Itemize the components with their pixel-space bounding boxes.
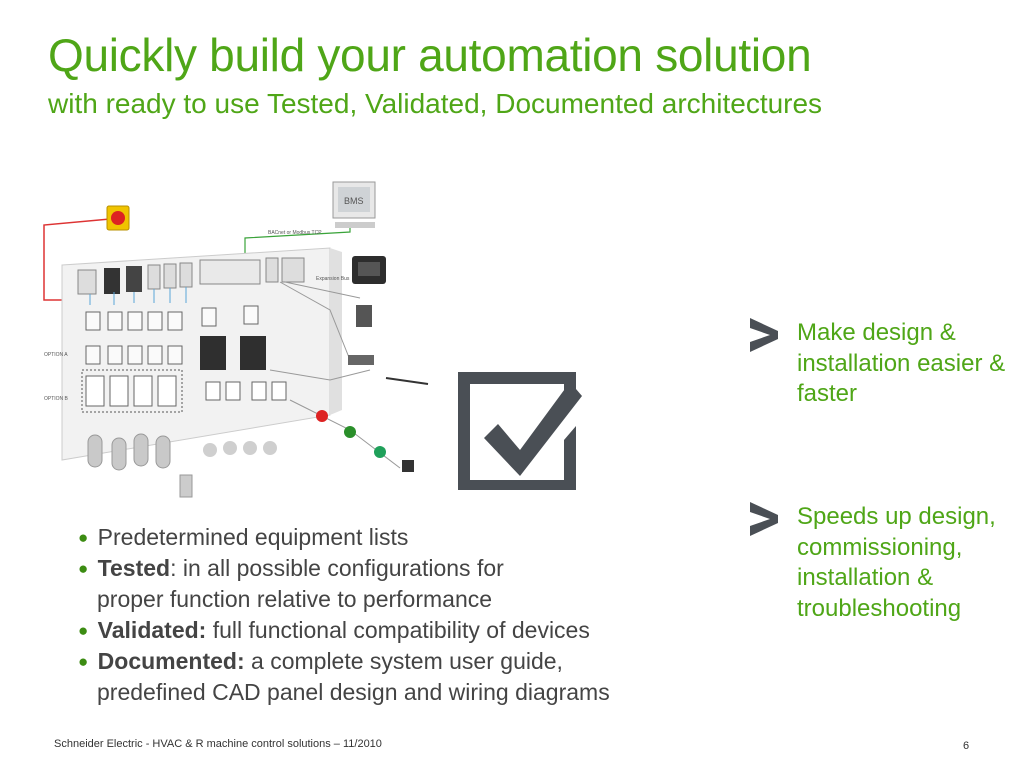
slide-subtitle: with ready to use Tested, Validated, Doc… — [48, 88, 823, 119]
slide-title: Quickly build your automation solution — [48, 29, 812, 81]
chevron-right-icon — [750, 318, 778, 352]
list-item: ● Validated: full functional compatibili… — [78, 617, 590, 643]
page-number: 6 — [963, 740, 970, 752]
bms-monitor-icon: BMS — [332, 181, 376, 228]
feature-list: ● Predetermined equipment lists ● Tested… — [78, 522, 610, 708]
benefit-text: Speeds up design, commissioning, install… — [797, 503, 996, 622]
svg-text:OPTION B: OPTION B — [44, 396, 69, 402]
list-item-continuation: proper function relative to performance — [97, 586, 493, 612]
svg-text:Expansion Bus: Expansion Bus — [316, 276, 350, 282]
benefit-text: Make design & installation easier & fast… — [797, 319, 1006, 407]
list-item: ● Tested: in all possible configurations… — [78, 555, 504, 581]
checkbox-checked-icon — [458, 372, 582, 490]
bullet-icon: ● — [78, 528, 89, 547]
emergency-stop-icon — [106, 205, 130, 231]
list-item: ● Predetermined equipment lists — [78, 524, 409, 550]
bullet-icon: ● — [78, 652, 89, 671]
bullet-icon: ● — [78, 621, 89, 640]
svg-text:BACnet or Modbus TCP: BACnet or Modbus TCP — [268, 230, 322, 236]
bullet-icon: ● — [78, 559, 89, 578]
chevron-right-icon — [750, 502, 778, 536]
list-item: ● Documented: a complete system user gui… — [78, 648, 563, 674]
svg-text:OPTION A: OPTION A — [44, 352, 68, 358]
svg-text:BMS: BMS — [344, 196, 364, 206]
architecture-diagram: BMS BACnet or Modbus TCP OPTION A OPTION… — [43, 181, 429, 498]
list-item-continuation: predefined CAD panel design and wiring d… — [97, 679, 610, 705]
footer-text: Schneider Electric - HVAC & R machine co… — [54, 738, 382, 750]
